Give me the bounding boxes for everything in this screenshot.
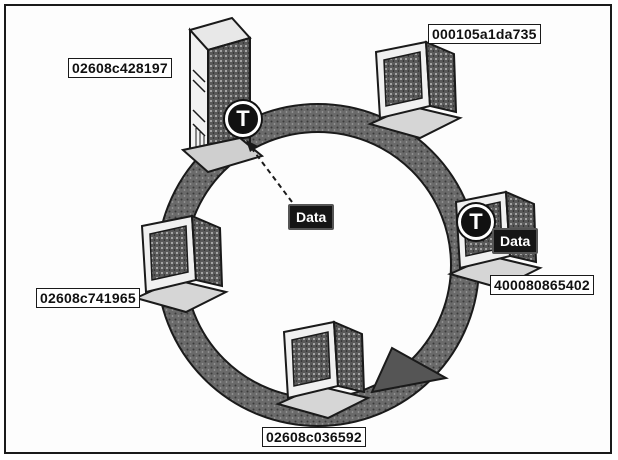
token-icon: T [225,101,261,137]
server-tower-icon [180,16,265,174]
workstation-left-icon [133,214,229,314]
token-icon: T [458,204,494,240]
data-packet: Data [492,228,539,254]
workstation-bottom-icon [275,320,371,420]
data-path-line [249,145,293,203]
node-address-label: 02608c428197 [68,58,172,78]
node-address-label: 400080865402 [490,275,594,295]
direction-arrow [370,346,449,394]
node-address-label: 02608c036592 [262,427,366,447]
data-path-arrowhead [246,140,258,152]
node-address-label: 000105a1da735 [428,24,541,44]
node-address-label: 02608c741965 [36,288,140,308]
workstation-top-right-icon [367,40,463,140]
data-packet: Data [288,204,335,230]
